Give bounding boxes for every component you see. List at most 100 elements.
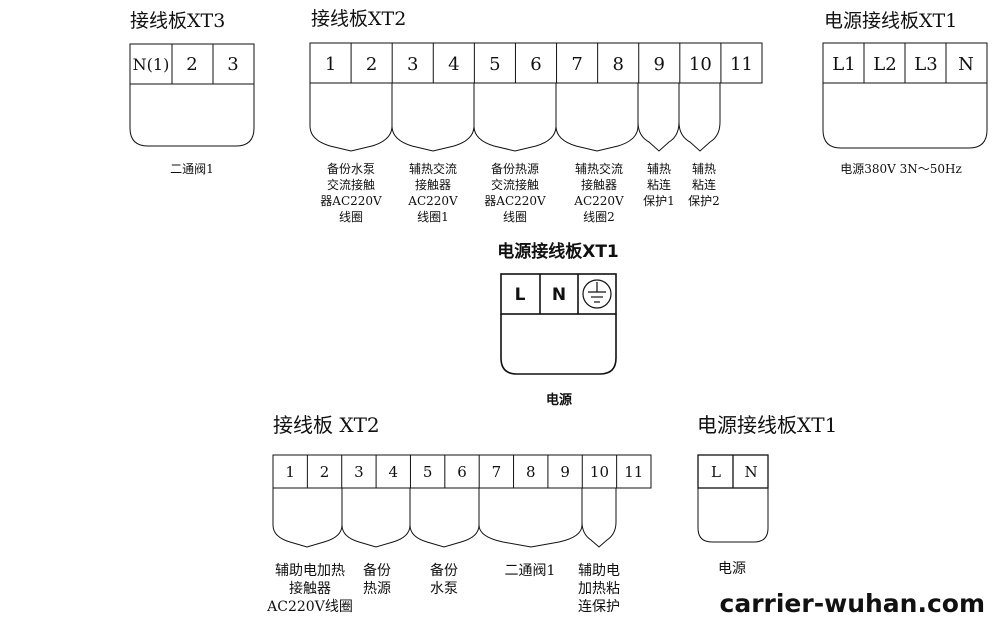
xt2-bottom-bracket-3-4 [341, 488, 411, 548]
xt2-top-label-2-line3: AC220V [407, 194, 458, 208]
xt2-bottom-terminal-10: 10 [590, 463, 609, 481]
xt2-bottom-bracket-10 [581, 488, 617, 548]
xt2-top-terminal-9: 9 [654, 54, 665, 75]
xt2-top-terminal-4: 4 [448, 54, 459, 75]
xt2-top-label-6-line2: 粘连 [692, 177, 716, 192]
xt2-top-label-6-line3: 保护2 [688, 194, 720, 208]
xt1-top-terminal-n: N [958, 54, 974, 75]
xt3-label: 二通阀1 [170, 162, 214, 176]
xt2-bottom-terminal-7: 7 [492, 463, 502, 481]
xt2-top-label-4-line1: 辅热交流 [575, 161, 623, 176]
xt1-mid-terminal-strip [500, 273, 617, 315]
xt3-terminal-2: 2 [186, 54, 197, 75]
xt2-top-label-4-line4: 线圈2 [583, 210, 615, 224]
xt2-top-terminal-7: 7 [571, 54, 582, 75]
xt1-top-cable-bracket [822, 83, 988, 149]
xt2-top-label-6-line1: 辅热 [692, 162, 716, 176]
xt1-top-terminal-l2: L2 [873, 54, 896, 75]
xt2-top-bracket-9 [637, 83, 680, 152]
xt2-top-terminal-10: 10 [689, 54, 712, 75]
ground-icon [582, 279, 612, 309]
xt3-block: 接线板XT3 N(1) 2 3 二通阀1 [129, 10, 255, 176]
xt2-top-label-5-line2: 粘连 [647, 177, 671, 192]
xt2-bottom-label-3-line2: 水泵 [430, 581, 458, 597]
xt2-top-label-3-line2: 交流接触 [491, 177, 539, 192]
xt2-bottom-label-2-line1: 备份 [363, 562, 391, 579]
xt1-bottom-block: 电源接线板XT1 L N 电源 [697, 413, 837, 577]
xt2-top-block: 接线板XT2 1 2 3 4 5 6 7 8 9 10 11 备份水泵 交流接触 器AC220V 线… [309, 8, 763, 224]
xt2-bottom-terminal-9: 9 [560, 463, 570, 481]
xt2-bottom-label-3-line1: 备份 [430, 562, 458, 579]
xt2-bottom-title: 接线板 XT2 [273, 413, 380, 437]
xt2-top-label-3-line4: 线圈 [503, 210, 527, 224]
xt2-top-terminal-3: 3 [407, 54, 418, 75]
xt2-top-label-5-line1: 辅热 [647, 162, 671, 176]
xt2-top-label-2-line2: 接触器 [415, 177, 451, 192]
xt2-top-label-4-line2: 接触器 [581, 177, 617, 192]
xt2-bottom-terminal-4: 4 [388, 463, 398, 481]
xt3-terminal-strip [129, 43, 255, 85]
xt2-top-terminal-1: 1 [325, 54, 336, 75]
xt3-terminal-3: 3 [227, 54, 238, 75]
xt2-bottom-label-1-line3: AC220V线圈 [266, 599, 353, 615]
watermark-text: carrier-wuhan.com [720, 589, 985, 618]
xt1-mid-block: 电源接线板XT1 L N 电源 [497, 241, 619, 408]
xt2-bottom-label-5-line1: 辅助电 [578, 563, 620, 579]
xt1-bottom-label: 电源 [718, 561, 746, 577]
xt2-bottom-terminal-11: 11 [624, 463, 643, 481]
xt2-bottom-label-1-line2: 接触器 [289, 580, 331, 597]
xt2-top-terminal-8: 8 [612, 54, 623, 75]
xt1-top-label: 电源380V 3N～50Hz [840, 162, 962, 176]
xt2-top-terminal-6: 6 [530, 54, 541, 75]
xt2-bottom-label-4-line1: 二通阀1 [505, 563, 556, 579]
xt2-top-bracket-10 [678, 83, 721, 152]
xt3-terminal-1: N(1) [133, 55, 170, 74]
xt1-mid-cable-bracket [500, 314, 617, 375]
xt2-bottom-label-5-line3: 连保护 [578, 599, 620, 615]
xt2-top-bracket-5-6 [473, 83, 557, 152]
xt2-top-label-5-line3: 保护1 [643, 194, 675, 208]
xt2-top-bracket-7-8 [555, 83, 639, 152]
xt3-title: 接线板XT3 [130, 10, 225, 32]
xt2-bottom-label-5-line2: 加热粘 [578, 581, 620, 597]
xt1-bottom-cable-bracket [697, 488, 769, 543]
xt2-top-label-1-line4: 线圈 [339, 210, 363, 224]
xt2-top-label-1-line3: 器AC220V [320, 194, 382, 208]
xt2-top-label-1-line1: 备份水泵 [327, 162, 375, 176]
xt2-bottom-bracket-1-2 [272, 488, 343, 548]
xt2-bottom-bracket-7-9 [478, 488, 583, 548]
xt2-bottom-terminal-5: 5 [423, 463, 433, 481]
xt2-bottom-terminal-8: 8 [526, 463, 536, 481]
xt2-top-bracket-1-2 [309, 83, 393, 152]
xt1-mid-label: 电源 [546, 392, 572, 408]
xt1-mid-terminal-l: L [515, 285, 526, 305]
xt2-bottom-terminal-2: 2 [320, 463, 330, 481]
xt2-top-bracket-3-4 [391, 83, 475, 152]
xt2-top-label-1-line2: 交流接触 [327, 177, 375, 192]
xt1-top-terminal-l1: L1 [832, 54, 855, 75]
xt2-bottom-terminal-6: 6 [457, 463, 467, 481]
xt2-bottom-label-2-line2: 热源 [363, 581, 391, 597]
xt2-top-title: 接线板XT2 [311, 8, 406, 30]
xt2-top-label-2-line1: 辅热交流 [409, 161, 457, 176]
xt2-top-terminal-2: 2 [366, 54, 377, 75]
xt2-bottom-terminal-3: 3 [354, 463, 364, 481]
xt2-bottom-bracket-5-6 [409, 488, 480, 548]
xt1-top-terminal-l3: L3 [914, 54, 937, 75]
xt2-bottom-terminal-1: 1 [285, 463, 295, 481]
xt2-top-label-3-line3: 器AC220V [484, 194, 546, 208]
xt1-top-title: 电源接线板XT1 [824, 10, 957, 32]
xt2-top-label-4-line3: AC220V [573, 194, 624, 208]
xt1-bottom-terminal-n: N [744, 463, 757, 481]
xt1-bottom-title: 电源接线板XT1 [697, 413, 837, 437]
xt1-top-block: 电源接线板XT1 L1 L2 L3 N 电源380V 3N～50Hz [822, 10, 988, 176]
xt2-top-terminal-11: 11 [730, 54, 753, 75]
xt2-top-terminal-5: 5 [489, 54, 500, 75]
xt2-bottom-terminal-strip [272, 454, 652, 489]
xt2-bottom-label-1-line1: 辅助电加热 [275, 563, 345, 579]
xt2-top-label-2-line4: 线圈1 [417, 210, 449, 224]
xt1-mid-terminal-n: N [552, 285, 566, 305]
xt2-top-terminal-strip [309, 42, 763, 84]
xt2-bottom-block: 接线板 XT2 1 2 3 4 5 6 7 8 9 10 11 辅助电加热 接触器 AC220V线圈… [266, 413, 652, 615]
